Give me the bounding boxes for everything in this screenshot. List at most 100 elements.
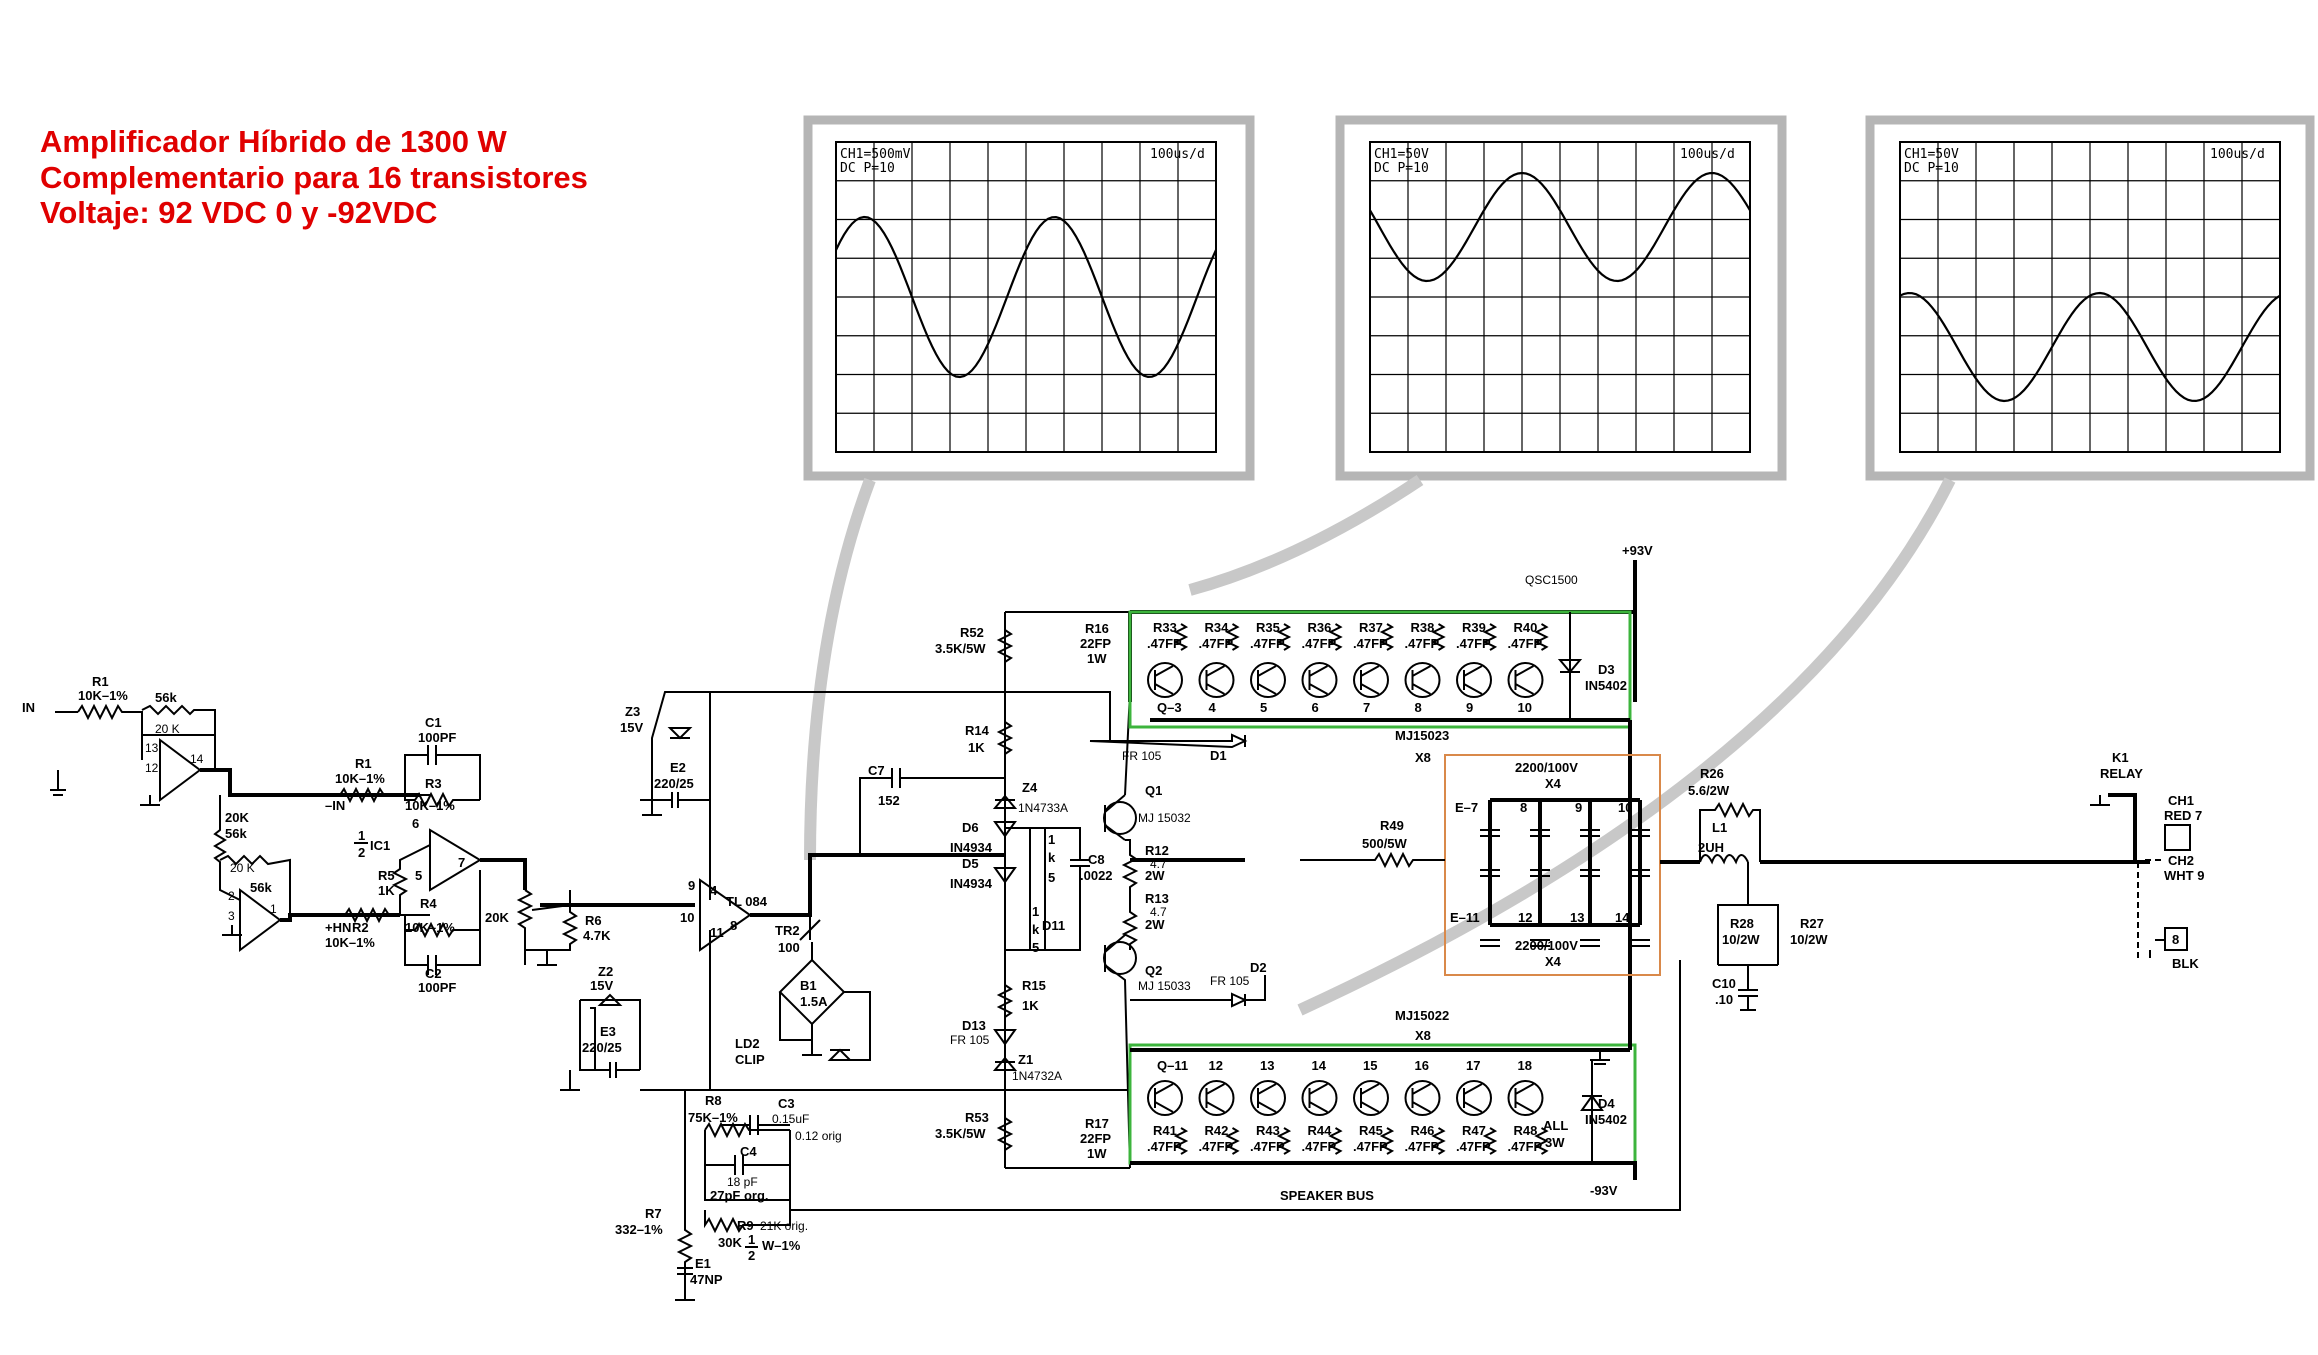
emitter-resistor-label: R47 bbox=[1462, 1123, 1486, 1138]
r49-label: R49 bbox=[1380, 818, 1404, 833]
d11-label: D11 bbox=[1042, 918, 1065, 933]
c8-label: C8 bbox=[1088, 852, 1105, 867]
potentiometer-20k bbox=[516, 889, 534, 965]
resistor-r14 bbox=[996, 721, 1014, 755]
c7-value: 152 bbox=[878, 793, 900, 808]
ch2-value: WHT 9 bbox=[2164, 868, 2204, 883]
r1-in-label: R1 bbox=[92, 674, 109, 689]
schematic-title: Amplificador Híbrido de 1300 W Complemen… bbox=[40, 124, 588, 230]
scope-3: CH1=50V DC P=10 100us/d bbox=[1865, 115, 2315, 481]
emitter-resistor-label: R42 bbox=[1205, 1123, 1229, 1138]
z1-label: Z1 bbox=[1018, 1052, 1033, 1067]
transistor-leads bbox=[1411, 665, 1431, 695]
transistor-q1-leads bbox=[1104, 794, 1126, 841]
bias-stage: R52 3.5K/5W R14 1K Z4 1N4733A D6 IN4934 … bbox=[935, 611, 1267, 1169]
r9-label: R9 bbox=[737, 1218, 754, 1233]
z3-value: 15V bbox=[620, 720, 643, 735]
mj15022-label: MJ15022 bbox=[1395, 1008, 1449, 1023]
ld2-value: CLIP bbox=[735, 1052, 765, 1067]
output-transistor bbox=[1301, 662, 1338, 698]
r56k-c-value: 56k bbox=[250, 880, 272, 895]
d4-value: IN5402 bbox=[1585, 1112, 1627, 1127]
ic1-r1-label: R1 bbox=[355, 756, 372, 771]
opamp2-pin3: 3 bbox=[228, 909, 235, 923]
all-w: 3W bbox=[1545, 1135, 1565, 1150]
e2-value: 220/25 bbox=[654, 776, 694, 791]
emitter-resistor-value: .47FP bbox=[1199, 1139, 1234, 1154]
emitter-resistor bbox=[1173, 1127, 1189, 1155]
resistor-r4 bbox=[404, 870, 481, 939]
r9-pwr-den: 2 bbox=[748, 1248, 755, 1263]
scope-1: CH1=500mV DC P=10 100us/d bbox=[803, 115, 1255, 481]
transistor-label: 13 bbox=[1260, 1058, 1274, 1073]
r5-label: R5 bbox=[378, 868, 395, 883]
scope-1-frame bbox=[803, 115, 1255, 481]
opamp1-pin13: 13 bbox=[145, 741, 159, 755]
emitter-resistor-label: R46 bbox=[1411, 1123, 1435, 1138]
transistor-label: 10 bbox=[1518, 700, 1532, 715]
resistor-ic1-r2 bbox=[344, 906, 430, 924]
r53-value: 3.5K/5W bbox=[935, 1126, 986, 1141]
ch1-terminal bbox=[2164, 824, 2191, 851]
diode-d4 bbox=[1580, 1060, 1604, 1163]
c1-value: 100PF bbox=[418, 730, 456, 745]
r8-value: 75K–1% bbox=[688, 1110, 738, 1125]
r13-label: R13 bbox=[1145, 891, 1169, 906]
zener-z4 bbox=[992, 794, 1018, 809]
emitter-resistor bbox=[1225, 623, 1240, 651]
transistor-leads bbox=[1154, 1083, 1174, 1113]
scope-1-timebase: 100us/d bbox=[1150, 147, 1205, 162]
emitter-resistor bbox=[1482, 1127, 1498, 1155]
r20k-a-value: 20 K bbox=[155, 722, 180, 736]
d2-value: FR 105 bbox=[1210, 974, 1250, 988]
r56k-a-value: 56k bbox=[155, 690, 177, 705]
emitter-resistor-value: .47FP bbox=[1302, 636, 1337, 651]
capacitor-c7 bbox=[859, 768, 1005, 855]
cap-8: 8 bbox=[1520, 800, 1527, 815]
resistor-20k-b bbox=[213, 795, 241, 901]
capacitor-c2 bbox=[404, 930, 481, 975]
transistor-label: 7 bbox=[1363, 700, 1370, 715]
resistor-r6 bbox=[525, 890, 579, 951]
bottom-transistor-row: Q–11R41.47FP12R42.47FP13R43.47FP14R44.47… bbox=[1147, 1058, 1549, 1155]
ic1-pin6: 6 bbox=[412, 816, 419, 831]
r16-w: 1W bbox=[1087, 651, 1107, 666]
output-transistor bbox=[1353, 662, 1389, 698]
ch2-label: CH2 bbox=[2168, 853, 2194, 868]
tl084-pin9: 9 bbox=[688, 878, 695, 893]
scope-3-frame bbox=[1865, 115, 2315, 481]
q1-value: MJ 15032 bbox=[1138, 811, 1191, 825]
r16-value: 22FP bbox=[1080, 636, 1111, 651]
transistor-label: 14 bbox=[1312, 1058, 1327, 1073]
emitter-resistor bbox=[1276, 1127, 1292, 1155]
r13-w: 2W bbox=[1145, 917, 1165, 932]
transistor-leads bbox=[1308, 665, 1328, 695]
k2-b: k bbox=[1032, 922, 1040, 937]
scope-1-coupling: DC P=10 bbox=[840, 161, 895, 176]
transistor-leads bbox=[1205, 1083, 1225, 1113]
resistor-r15 bbox=[996, 984, 1014, 1018]
d1-label: D1 bbox=[1210, 748, 1227, 763]
cap-e7: E–7 bbox=[1455, 800, 1478, 815]
transistor-label: 4 bbox=[1209, 700, 1217, 715]
emitter-resistor bbox=[1379, 623, 1395, 651]
output-transistor bbox=[1147, 1080, 1183, 1116]
r9-value: 30K bbox=[718, 1235, 742, 1250]
r27-value: 10/2W bbox=[1790, 932, 1828, 947]
ic1-r1-value: 10K–1% bbox=[335, 771, 385, 786]
r5-value: 1K bbox=[378, 883, 395, 898]
capacitor-e2 bbox=[652, 792, 710, 808]
c1-label: C1 bbox=[425, 715, 442, 730]
r12-label: R12 bbox=[1145, 843, 1169, 858]
opamp-2-symbol bbox=[239, 888, 282, 952]
capacitor-c10 bbox=[1738, 965, 1758, 1011]
output-transistor bbox=[1456, 1080, 1492, 1116]
emitter-resistor-value: .47FP bbox=[1353, 636, 1388, 651]
transistor-label: 12 bbox=[1209, 1058, 1223, 1073]
cap-9: 9 bbox=[1575, 800, 1582, 815]
emitter-resistor bbox=[1431, 1127, 1446, 1155]
scope-1-channel: CH1=500mV bbox=[840, 147, 911, 162]
title-line-2: Complementario para 16 transistores bbox=[40, 160, 588, 195]
r14-value: 1K bbox=[968, 740, 985, 755]
terminal-8: 8 bbox=[2172, 932, 2179, 947]
